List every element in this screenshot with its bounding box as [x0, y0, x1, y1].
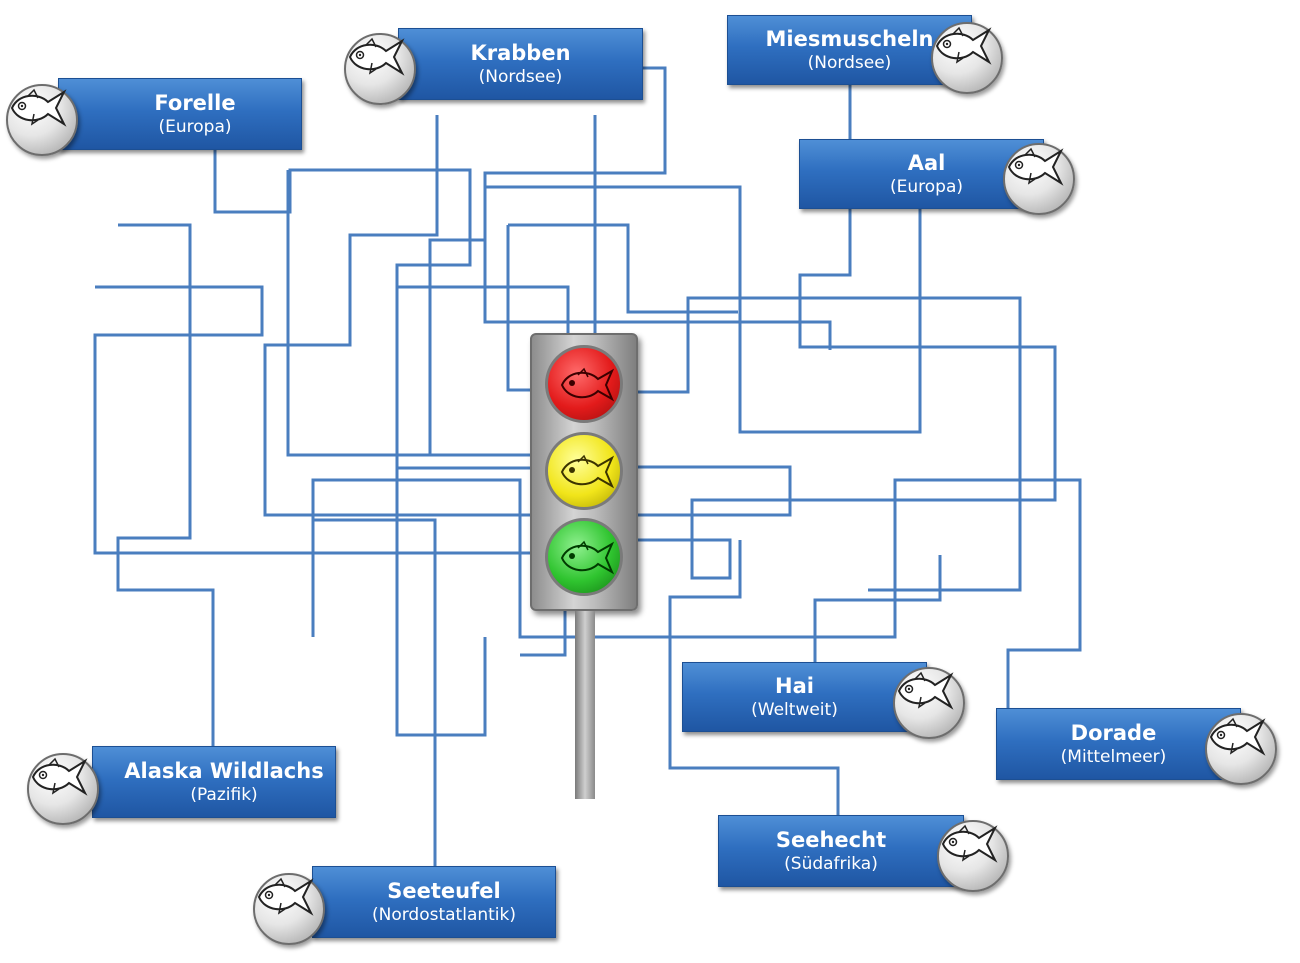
path-krabben-2	[263, 115, 792, 517]
fish-icon	[10, 88, 67, 127]
fish-region: (Europa)	[158, 117, 232, 137]
path-left-3	[286, 170, 530, 457]
light-yellow	[545, 432, 623, 510]
fish-icon	[31, 757, 88, 796]
fish-name: Hai	[775, 674, 814, 698]
fish-region: (Südafrika)	[784, 854, 878, 874]
fish-name: Krabben	[470, 41, 571, 65]
path-mid-2	[506, 225, 530, 392]
fish-name: Seehecht	[775, 828, 887, 852]
fish-badge	[6, 84, 78, 156]
path-mid-top	[508, 223, 738, 314]
fish-region: (Nordsee)	[807, 53, 892, 73]
fish-name: Alaska Wildlachs	[124, 759, 324, 783]
fish-badge	[253, 873, 325, 945]
label-seeteufel: Seeteufel (Nordostatlantik)	[312, 866, 556, 938]
fish-region: (Nordostatlantik)	[371, 905, 517, 925]
fish-region: (Mittelmeer)	[1060, 747, 1167, 767]
path-aal	[638, 208, 1057, 580]
traffic-light-pole	[575, 611, 595, 799]
fish-icon	[348, 37, 405, 76]
fish-icon	[935, 26, 992, 65]
fish-badge	[937, 820, 1009, 892]
light-red	[545, 345, 623, 423]
fish-icon	[257, 877, 314, 916]
label-alaska-wildlachs: Alaska Wildlachs (Pazifik)	[92, 746, 336, 818]
fish-badge	[1205, 713, 1277, 785]
label-forelle: Forelle (Europa)	[58, 78, 302, 150]
fish-name: Dorade	[1070, 721, 1157, 745]
path-aal-2	[483, 185, 922, 434]
label-seehecht: Seehecht (Südafrika)	[718, 815, 964, 887]
fish-icon	[941, 824, 998, 863]
fish-region: (Weltweit)	[751, 700, 838, 720]
fish-name: Miesmuscheln	[765, 27, 934, 51]
path-seeteufel	[311, 478, 1082, 866]
fish-badge	[1003, 143, 1075, 215]
label-miesmuscheln: Miesmuscheln (Nordsee)	[727, 15, 972, 85]
fish-badge	[27, 753, 99, 825]
path-seehecht	[668, 540, 840, 815]
label-hai: Hai (Weltweit)	[682, 662, 927, 732]
fish-region: (Nordsee)	[478, 67, 563, 87]
label-krabben: Krabben (Nordsee)	[398, 28, 643, 100]
fish-badge	[893, 667, 965, 739]
path-red	[638, 296, 1022, 592]
fish-icon	[560, 454, 615, 489]
fish-icon	[560, 540, 615, 575]
fish-icon	[897, 671, 954, 710]
light-green	[545, 518, 623, 596]
path-middle	[397, 285, 570, 335]
fish-name: Seeteufel	[387, 879, 501, 903]
fish-icon	[1209, 717, 1266, 756]
fish-name: Forelle	[154, 91, 236, 115]
fish-region: (Europa)	[889, 177, 963, 197]
path-hai	[813, 555, 942, 662]
fish-icon	[560, 367, 615, 402]
fish-icon	[1007, 147, 1064, 186]
fish-badge	[931, 22, 1003, 94]
fish-region: (Pazifik)	[190, 785, 258, 805]
path-left-2	[93, 285, 567, 657]
fish-name: Aal	[907, 151, 946, 175]
path-left-1	[116, 223, 215, 748]
path-bottom-left	[395, 468, 487, 737]
fish-badge	[344, 33, 416, 105]
path-forelle	[213, 150, 590, 470]
